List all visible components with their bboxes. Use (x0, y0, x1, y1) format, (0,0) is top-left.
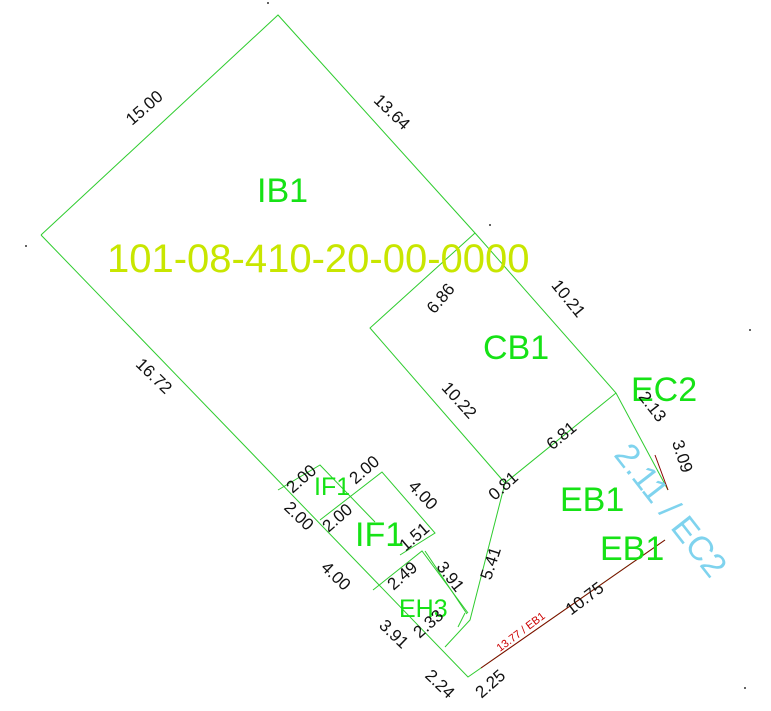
zone-label-eh3: EH3 (399, 595, 448, 623)
corner-dot (749, 329, 751, 331)
dimension-label: 3.09 (668, 438, 696, 475)
dimension-label: 2.25 (472, 666, 509, 702)
dimension-label: 4.00 (405, 477, 442, 514)
corner-dot (25, 245, 27, 247)
parcel-id: 101-08-410-20-00-0000 (107, 237, 530, 281)
dimension-label: 2.49 (384, 558, 421, 594)
boundary-line (277, 464, 376, 523)
red-fence-line (480, 539, 666, 669)
zone-label-ec2: EC2 (631, 371, 697, 409)
dimension-label: 5.41 (477, 545, 505, 582)
corner-dot (267, 2, 269, 4)
zone-label-eb1: EB1 (560, 481, 624, 519)
boundary-line (369, 232, 617, 484)
dimension-label: 10.21 (548, 276, 590, 321)
zone-label-eb1: EB1 (600, 530, 664, 568)
zone-label-if1: IF1 (314, 473, 350, 501)
dimension-label: 2.00 (346, 452, 383, 488)
boundary-line (444, 482, 506, 648)
zone-label-if1: IF1 (355, 516, 404, 554)
zone-label-ib1: IB1 (257, 172, 308, 210)
dimension-label: 6.86 (423, 280, 459, 318)
dimension-label: 3.91 (433, 558, 468, 596)
dimension-label: 13.64 (370, 90, 414, 133)
corner-dot (489, 224, 491, 226)
boundary-lines (40, 14, 669, 678)
dimension-label: 2.00 (280, 498, 317, 535)
dimension-label: 2.24 (421, 666, 458, 703)
dimension-label: 2.00 (319, 500, 356, 536)
dimension-label: 15.00 (122, 87, 167, 129)
red-line-label: 13.77 / EB1 (495, 610, 548, 654)
dimension-label: 10.22 (438, 378, 481, 422)
boundary-line (424, 550, 468, 615)
boundary-line (319, 471, 436, 556)
boundary-line (457, 612, 466, 628)
dimension-label: 4.00 (317, 558, 354, 595)
zone-label-cb1: CB1 (483, 329, 549, 367)
dimension-label: 16.72 (132, 354, 176, 397)
corner-dot (744, 687, 746, 689)
red-fence-line (654, 454, 669, 491)
